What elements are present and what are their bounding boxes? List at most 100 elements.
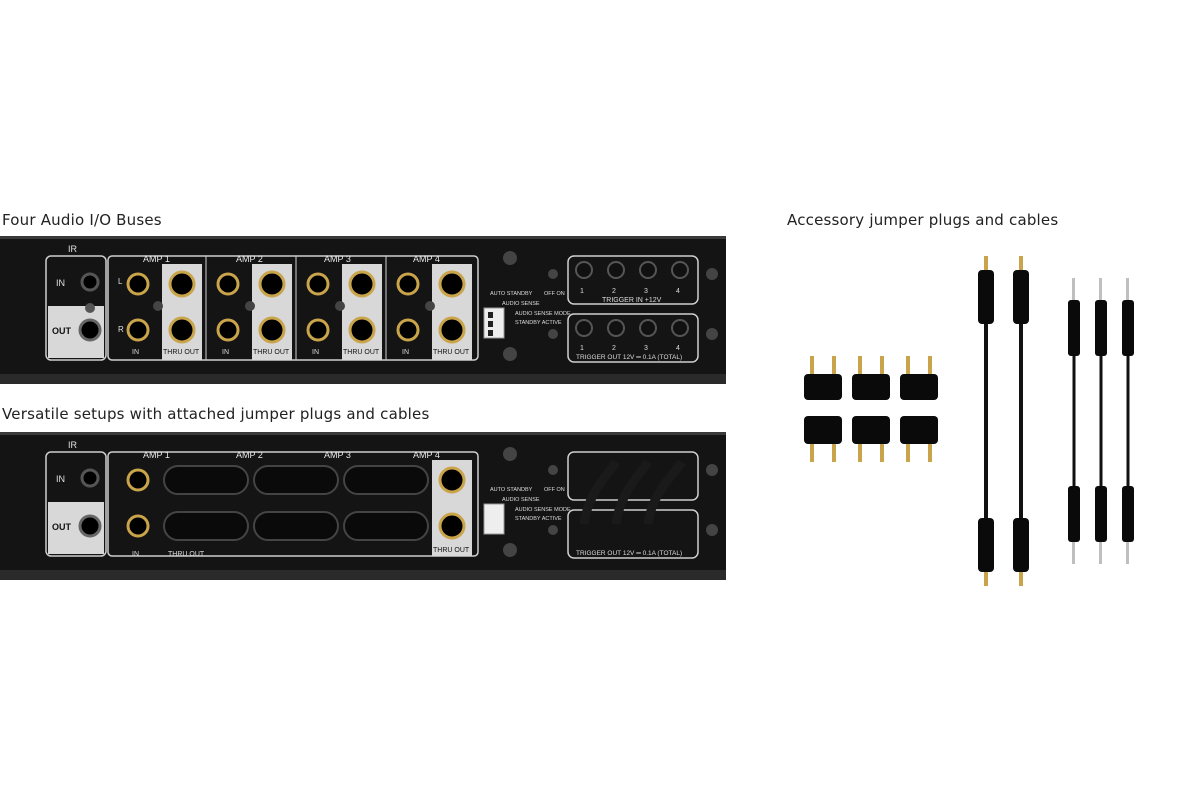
trigger-in-4-jack[interactable]	[671, 261, 689, 279]
jumper-plug	[343, 465, 429, 495]
amp2-out-r-jack[interactable]	[258, 316, 286, 344]
amp1-out-l-jack[interactable]	[168, 270, 196, 298]
amp4-in-r-jack[interactable]	[396, 318, 420, 342]
trigger-out-num-4: 4	[676, 345, 680, 352]
ir-out-label: OUT	[52, 522, 72, 532]
standby-active-label: STANDBY ACTIVE	[515, 516, 562, 522]
mini-jack-cable	[1068, 278, 1080, 564]
amp2-label: AMP 2	[236, 450, 263, 460]
caption-accessories: Accessory jumper plugs and cables	[787, 211, 1059, 229]
trigger-cable	[579, 459, 620, 525]
audio-sense-label: AUDIO SENSE	[502, 497, 540, 503]
rear-panel-jumpered-graphic: IR IN OUT AMP 1 AMP 2 AMP 3 AMP 4 IN THR…	[0, 432, 726, 580]
rear-panel-standard-graphic: IR IN OUT L R AMP 1 IN THRU OUT AMP 2 IN…	[0, 236, 726, 384]
auto-standby-label: AUTO STANDBY	[490, 291, 533, 297]
trigger-out-4-jack[interactable]	[671, 319, 689, 337]
rca-jumper-plug	[852, 356, 890, 400]
trigger-in-label: TRIGGER IN +12V	[602, 297, 662, 304]
off-on-label: OFF ON	[544, 291, 565, 297]
rear-panel-standard: IR IN OUT L R AMP 1 IN THRU OUT AMP 2 IN…	[0, 236, 726, 384]
amp3-in-label: IN	[312, 349, 319, 356]
amp4-thru-label: THRU OUT	[433, 547, 470, 554]
screw-icon	[503, 251, 517, 265]
ir-in-label: IN	[56, 278, 65, 288]
rca-jumper-plug	[804, 356, 842, 400]
amp2-out-l-jack[interactable]	[258, 270, 286, 298]
standby-active-label: STANDBY ACTIVE	[515, 320, 562, 326]
trigger-out-label: TRIGGER OUT 12V ═ 0.1A (TOTAL)	[576, 354, 682, 361]
amp1-in-r-jack[interactable]	[126, 318, 150, 342]
ch-l-label: L	[118, 277, 123, 286]
amp2-in-r-jack[interactable]	[216, 318, 240, 342]
amp1-label: AMP 1	[143, 450, 170, 460]
rear-panel-jumpered: IR IN OUT AMP 1 AMP 2 AMP 3 AMP 4 IN THR…	[0, 432, 726, 580]
audio-sense-mode-label: AUDIO SENSE MODE	[515, 507, 571, 513]
amp1-label: AMP 1	[143, 254, 170, 264]
mini-jack-cable	[1095, 278, 1107, 564]
accessories-graphic	[804, 256, 1134, 586]
trigger-in-1-jack[interactable]	[575, 261, 593, 279]
amp3-label: AMP 3	[324, 254, 351, 264]
trigger-out-num-3: 3	[644, 345, 648, 352]
ir-in-jack[interactable]	[80, 272, 100, 292]
amp2-thru-label: THRU OUT	[253, 349, 290, 356]
ir-out-jack[interactable]	[78, 318, 102, 342]
rca-jumper-plug	[852, 416, 890, 462]
ir-label: IR	[68, 244, 78, 254]
ir-in-label: IN	[56, 474, 65, 484]
screw-icon	[503, 347, 517, 361]
trigger-in-num-1: 1	[580, 288, 584, 295]
amp2-label: AMP 2	[236, 254, 263, 264]
trigger-out-2-jack[interactable]	[607, 319, 625, 337]
mini-jack-cable	[1122, 278, 1134, 564]
amp4-thru-label: THRU OUT	[433, 349, 470, 356]
amp4-label: AMP 4	[413, 254, 440, 264]
trigger-in-3-jack[interactable]	[639, 261, 657, 279]
amp4-out-r-jack[interactable]	[438, 316, 466, 344]
rca-jumper-plug	[900, 356, 938, 400]
trigger-out-num-2: 2	[612, 345, 616, 352]
off-on-label: OFF ON	[544, 487, 565, 493]
amp3-out-r-jack[interactable]	[348, 316, 376, 344]
amp1-out-r-jack[interactable]	[168, 316, 196, 344]
amp3-label: AMP 3	[324, 450, 351, 460]
trigger-in-num-3: 3	[644, 288, 648, 295]
jumper-plug	[253, 465, 339, 495]
amp4-in-l-jack[interactable]	[396, 272, 420, 296]
accessory-items	[796, 250, 1156, 590]
dip-switch[interactable]	[483, 307, 505, 339]
rca-cable	[1013, 256, 1029, 586]
ir-label: IR	[68, 440, 78, 450]
trigger-out-3-jack[interactable]	[639, 319, 657, 337]
amp1-in-label: IN	[132, 349, 139, 356]
jumper-plug	[253, 511, 339, 541]
caption-four-audio-buses: Four Audio I/O Buses	[2, 211, 162, 229]
amp1-thru-label: THRU OUT	[168, 551, 205, 558]
amp3-in-r-jack[interactable]	[306, 318, 330, 342]
amp3-thru-label: THRU OUT	[343, 349, 380, 356]
amp1-thru-label: THRU OUT	[163, 349, 200, 356]
trigger-cable	[611, 459, 652, 525]
amp4-in-label: IN	[402, 349, 409, 356]
jumper-plug	[163, 465, 249, 495]
amp3-in-l-jack[interactable]	[306, 272, 330, 296]
trigger-in-num-2: 2	[612, 288, 616, 295]
trigger-in-num-4: 4	[676, 288, 680, 295]
audio-sense-label: AUDIO SENSE	[502, 301, 540, 307]
trigger-out-1-jack[interactable]	[575, 319, 593, 337]
jumper-plug	[343, 511, 429, 541]
jumper-plug	[163, 511, 249, 541]
trigger-in-2-jack[interactable]	[607, 261, 625, 279]
trigger-out-label: TRIGGER OUT 12V ═ 0.1A (TOTAL)	[576, 550, 682, 557]
amp4-out-l-jack[interactable]	[438, 270, 466, 298]
trigger-cable	[643, 459, 686, 525]
amp2-in-l-jack[interactable]	[216, 272, 240, 296]
amp4-label: AMP 4	[413, 450, 440, 460]
auto-standby-label: AUTO STANDBY	[490, 487, 533, 493]
trigger-out-num-1: 1	[580, 345, 584, 352]
amp3-out-l-jack[interactable]	[348, 270, 376, 298]
rca-jumper-plug	[900, 416, 938, 462]
amp2-in-label: IN	[222, 349, 229, 356]
amp1-in-l-jack[interactable]	[126, 272, 150, 296]
caption-versatile-setups: Versatile setups with attached jumper pl…	[2, 405, 430, 423]
